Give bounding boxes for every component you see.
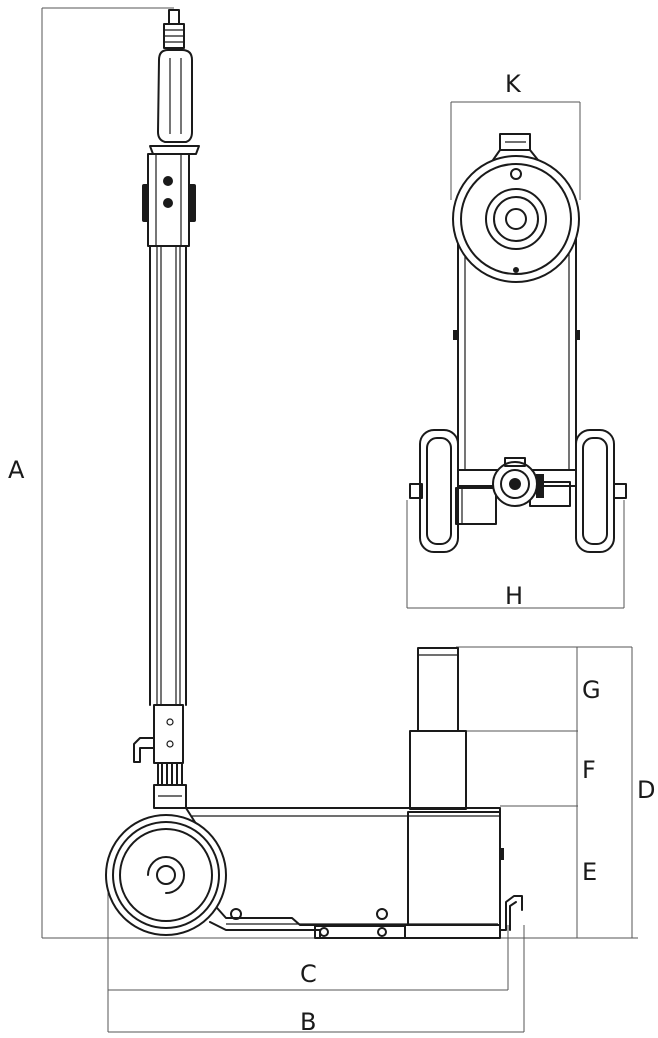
dimension-label-e: E xyxy=(582,858,597,886)
dimension-label-a: A xyxy=(8,456,25,484)
dimension-label-g: G xyxy=(582,676,601,704)
dimension-label-d: D xyxy=(637,776,655,804)
dimension-label-k: K xyxy=(505,70,522,98)
dimension-label-h: H xyxy=(505,582,523,610)
lifting-cylinders xyxy=(407,647,501,926)
dimension-lines xyxy=(41,7,638,1033)
jack-wheel xyxy=(105,814,227,936)
dimension-label-c: C xyxy=(300,960,317,988)
dimension-label-f: F xyxy=(582,756,596,784)
jack-body xyxy=(185,807,523,939)
front-view xyxy=(409,133,627,553)
dimension-label-b: B xyxy=(300,1008,316,1036)
handle-assembly xyxy=(133,9,200,809)
